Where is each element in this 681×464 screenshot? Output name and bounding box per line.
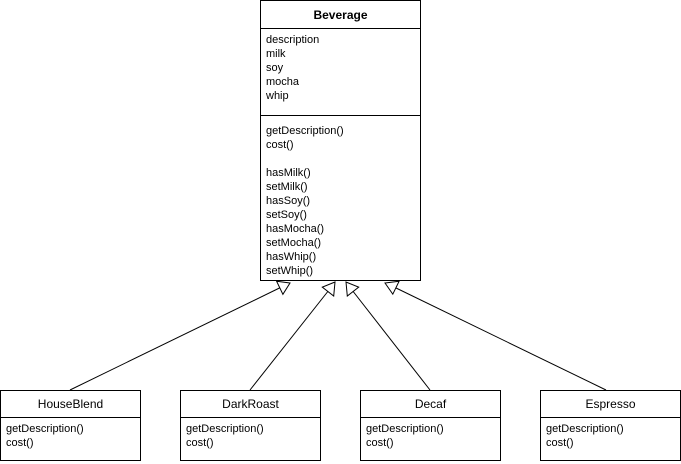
method: hasMocha() [266, 223, 325, 235]
method: setWhip() [266, 265, 314, 277]
class-houseblend[interactable]: HouseBlend getDescription() cost() [0, 390, 141, 461]
class-espresso[interactable]: Espresso getDescription() cost() [540, 390, 681, 461]
methods-decaf: getDescription() cost() [361, 418, 500, 450]
inheritance-arrowhead-houseblend [275, 280, 291, 296]
method: setMilk() [266, 181, 308, 193]
class-name-beverage: Beverage [261, 1, 420, 29]
attribute: milk [266, 48, 286, 60]
method: getDescription() [546, 423, 624, 435]
class-darkroast[interactable]: DarkRoast getDescription() cost() [180, 390, 321, 461]
inheritance-line-houseblend [69, 286, 282, 391]
method: setSoy() [266, 209, 307, 221]
methods-espresso: getDescription() cost() [541, 418, 680, 450]
class-decaf[interactable]: Decaf getDescription() cost() [360, 390, 501, 461]
method: hasWhip() [266, 251, 317, 263]
method: getDescription() [6, 423, 84, 435]
attributes-beverage: description milk soy mocha whip [261, 29, 420, 116]
method: cost() [366, 437, 394, 449]
class-name-decaf: Decaf [361, 391, 500, 418]
method: cost() [6, 437, 34, 449]
method: getDescription() [366, 423, 444, 435]
inheritance-line-espresso [393, 286, 607, 391]
method-spacer [266, 152, 420, 166]
method: getDescription() [186, 423, 264, 435]
methods-beverage: getDescription() cost() hasMilk() setMil… [261, 116, 420, 278]
attribute: soy [266, 62, 284, 74]
class-beverage[interactable]: Beverage description milk soy mocha whip… [260, 0, 421, 281]
attribute: mocha [266, 76, 300, 88]
method: hasSoy() [266, 195, 311, 207]
method: getDescription() [266, 125, 344, 137]
method: hasMilk() [266, 167, 311, 179]
inheritance-line-darkroast [249, 289, 330, 391]
inheritance-line-decaf [351, 289, 431, 391]
method: cost() [546, 437, 574, 449]
methods-houseblend: getDescription() cost() [1, 418, 140, 450]
method: cost() [266, 139, 294, 151]
class-name-darkroast: DarkRoast [181, 391, 320, 418]
inheritance-arrowhead-darkroast [321, 281, 336, 297]
method: setMocha() [266, 237, 322, 249]
attribute: description [266, 34, 320, 46]
inheritance-arrowhead-decaf [345, 281, 360, 297]
class-name-houseblend: HouseBlend [1, 391, 140, 418]
inheritance-arrowhead-espresso [384, 280, 400, 296]
class-name-espresso: Espresso [541, 391, 680, 418]
method: cost() [186, 437, 214, 449]
attribute: whip [266, 90, 289, 102]
methods-darkroast: getDescription() cost() [181, 418, 320, 450]
